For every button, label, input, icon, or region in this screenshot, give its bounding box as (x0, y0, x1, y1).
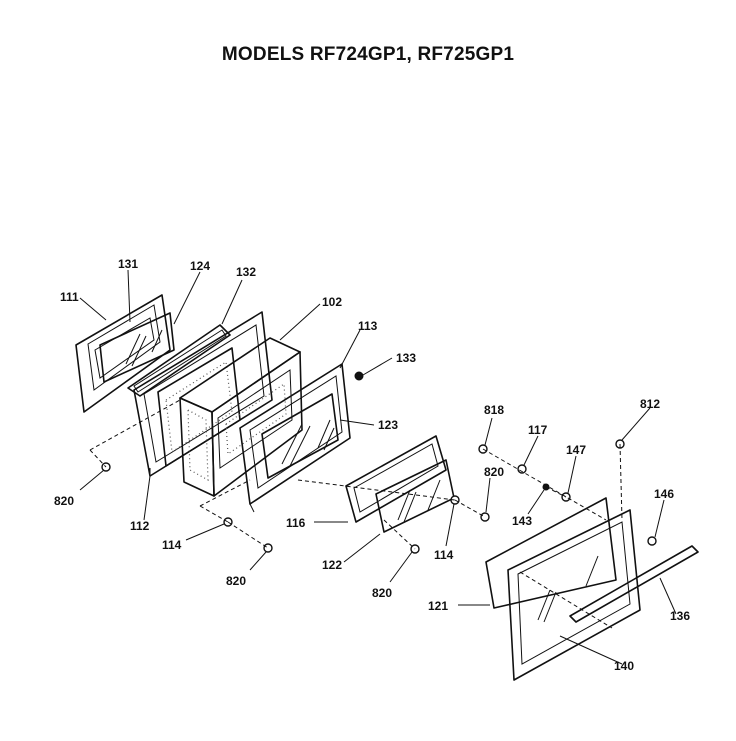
assembly-lines (89, 399, 623, 629)
label-117: 117 (528, 423, 548, 437)
label-113: 113 (358, 319, 378, 333)
part-123-glass (261, 393, 339, 479)
label-146: 146 (654, 487, 674, 501)
label-131: 131 (118, 257, 138, 271)
part-121-outer-glass (485, 497, 617, 609)
label-143: 143 (512, 514, 532, 528)
label-114-b: 114 (434, 548, 454, 562)
label-111: 111 (60, 290, 79, 304)
part-136-handle (569, 545, 699, 623)
part-140-door-frame (507, 509, 641, 681)
part-102-inner-door (179, 337, 303, 497)
part-112-liner-frame (133, 311, 273, 477)
part-124-frame (127, 324, 231, 397)
label-147: 147 (566, 443, 586, 457)
label-132: 132 (236, 265, 256, 279)
label-114-a: 114 (162, 538, 182, 552)
label-123: 123 (378, 418, 398, 432)
label-133: 133 (396, 351, 416, 365)
part-labels: 111 131 124 132 102 113 133 123 820 112 … (54, 257, 690, 673)
part-132-insulation (157, 347, 241, 467)
diagram-title: MODELS RF724GP1, RF725GP1 (221, 44, 515, 65)
part-117-spacer (517, 464, 527, 474)
label-102: 102 (322, 295, 342, 309)
part-113-window-frame (239, 363, 351, 513)
part-820-screw-d (480, 512, 490, 522)
label-112: 112 (130, 519, 150, 533)
label-818: 818 (484, 403, 504, 417)
hardware (101, 371, 657, 554)
part-133-screw (354, 371, 364, 381)
label-136: 136 (670, 609, 690, 623)
label-812: 812 (640, 397, 660, 411)
part-146-bushing (647, 536, 657, 546)
part-116-retainer (345, 435, 447, 523)
label-140: 140 (614, 659, 634, 673)
part-820-screw-b (263, 543, 273, 553)
label-121: 121 (428, 599, 448, 613)
label-116: 116 (286, 516, 306, 530)
part-111-outer-panel (75, 294, 171, 413)
label-820-a: 820 (54, 494, 74, 508)
label-820-b: 820 (226, 574, 246, 588)
part-131-glass (99, 312, 175, 383)
label-124: 124 (190, 259, 210, 273)
label-820-c: 820 (372, 586, 392, 600)
label-122: 122 (322, 558, 342, 572)
label-820-d: 820 (484, 465, 504, 479)
leader-lines (79, 269, 677, 665)
